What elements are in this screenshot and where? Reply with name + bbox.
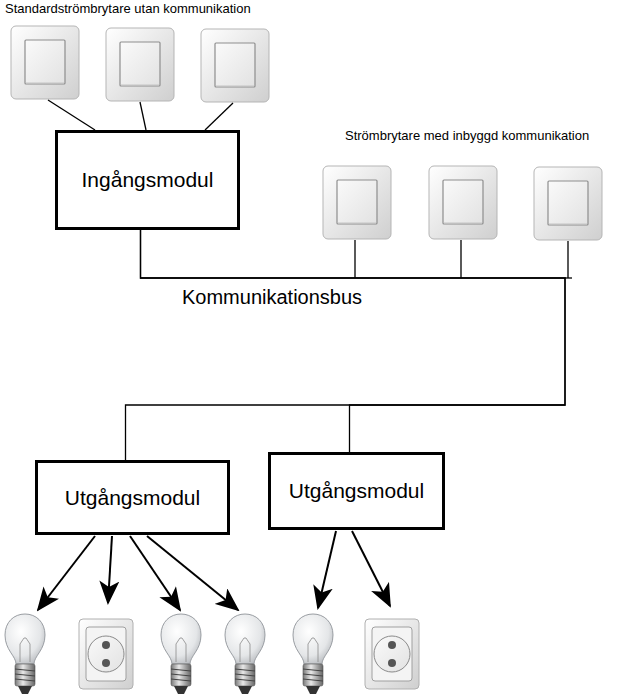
label-text: Kommunikationsbus bbox=[180, 286, 364, 309]
module-label: Utgångsmodul bbox=[65, 486, 200, 510]
output-arrow bbox=[38, 531, 390, 610]
label-text: Strömbrytare med inbyggd kommunikation bbox=[343, 128, 591, 143]
switch-wire bbox=[48, 100, 233, 130]
switch-symbol bbox=[534, 167, 602, 240]
bus-wire bbox=[355, 240, 572, 278]
switch-symbol bbox=[11, 26, 79, 99]
bulb-symbol bbox=[293, 614, 333, 694]
bus-connector bbox=[126, 230, 566, 460]
module-box: Utgångsmodul bbox=[268, 452, 445, 530]
switch-symbol bbox=[429, 166, 497, 239]
switch-symbol bbox=[323, 166, 391, 239]
switch-symbol bbox=[201, 29, 269, 102]
bulb-symbol bbox=[225, 614, 265, 694]
switch-symbol bbox=[106, 28, 174, 101]
label-text: Standardströmbrytare utan kommunikation bbox=[3, 1, 253, 16]
bus-connector bbox=[141, 230, 566, 452]
module-box: Ingångsmodul bbox=[55, 130, 240, 230]
socket-symbol bbox=[79, 619, 133, 689]
module-box: Utgångsmodul bbox=[35, 460, 230, 535]
module-label: Ingångsmodul bbox=[82, 168, 214, 192]
module-label: Utgångsmodul bbox=[289, 479, 424, 503]
bulb-symbol bbox=[5, 614, 45, 694]
socket-symbol bbox=[365, 619, 419, 689]
bulb-symbol bbox=[161, 614, 201, 694]
